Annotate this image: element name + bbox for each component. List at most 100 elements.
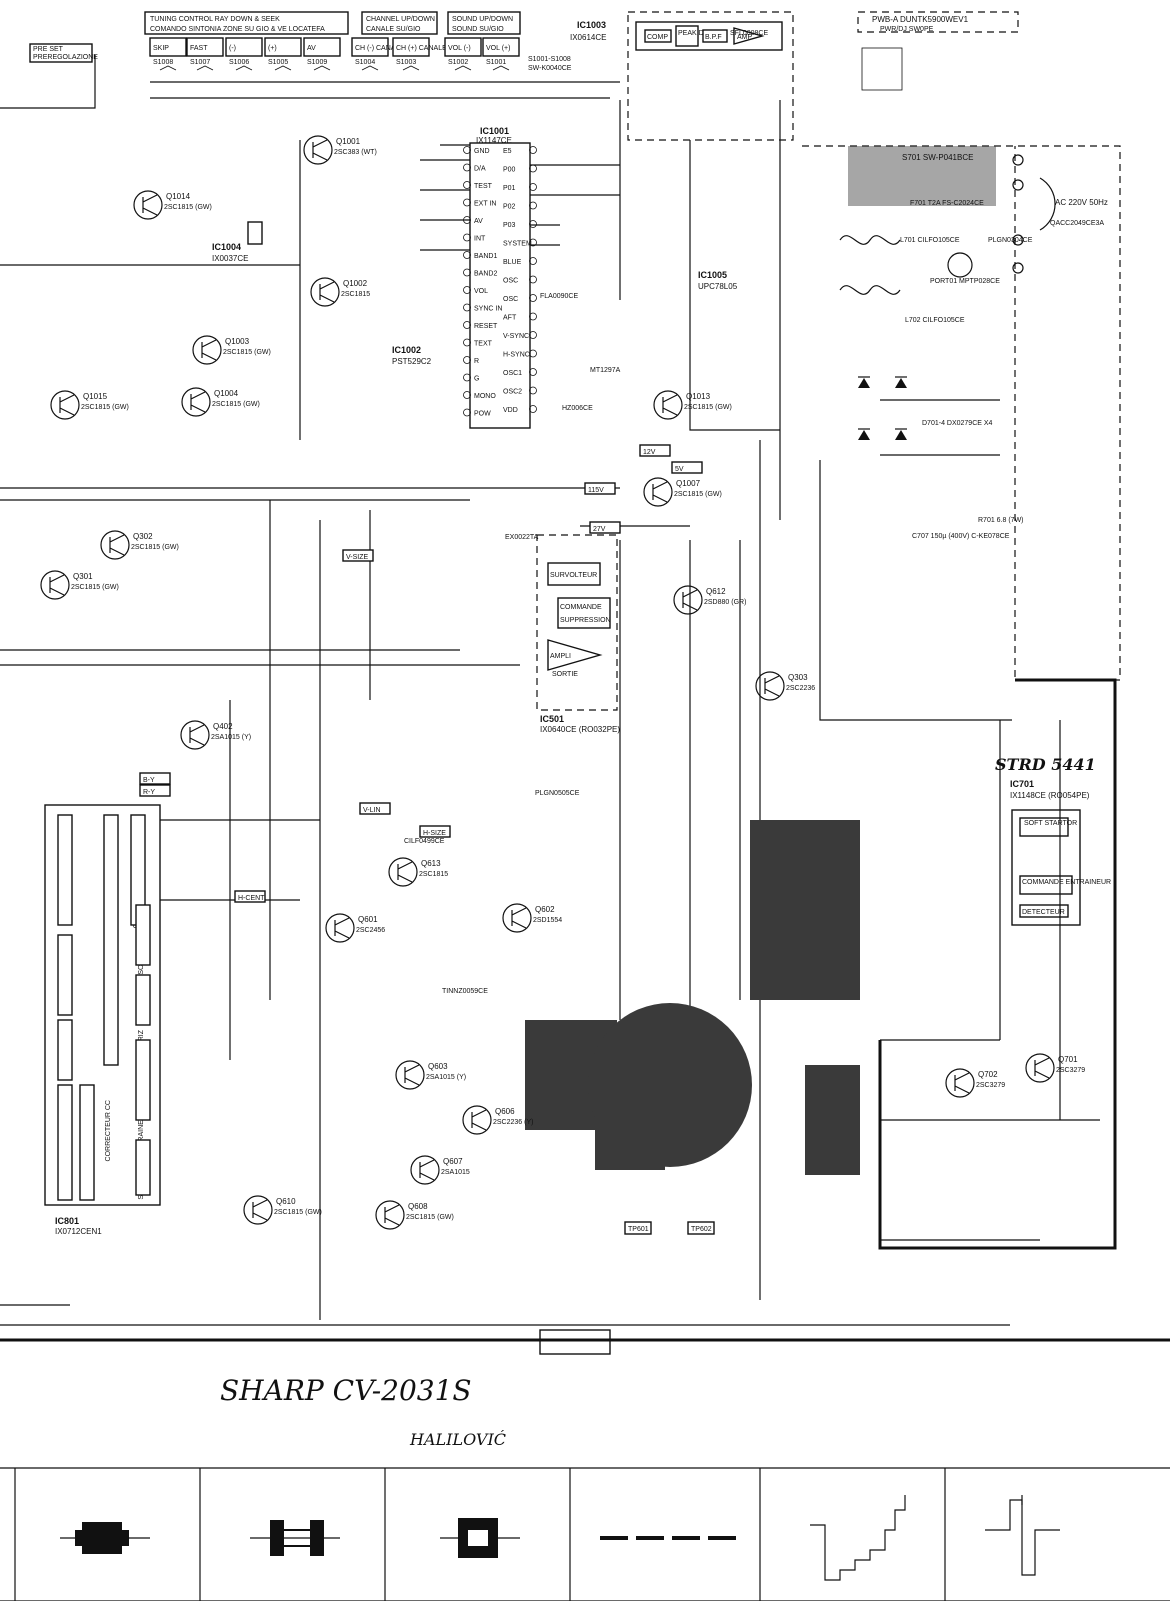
transistor-icon: [945, 1068, 975, 1098]
transistor-icon: [643, 477, 673, 507]
ic501-block: COMMANDE: [560, 604, 602, 611]
transistor-icon: [502, 903, 532, 933]
signal-label: 115V: [588, 487, 604, 494]
key-label: SKIP: [153, 45, 169, 52]
key-box: [149, 37, 187, 57]
transistor-icon: [673, 585, 703, 615]
ic501-block: SUPPRESSION: [560, 617, 611, 624]
pin-circle: [529, 386, 537, 395]
transistor-leads: [511, 907, 527, 929]
ic801-sub-block: [57, 814, 73, 926]
transistor-part: 2SC2236: [786, 685, 815, 692]
ic1004-ref: IC1004: [212, 242, 241, 252]
footer-model: SHARP CV-2031S: [220, 1374, 472, 1407]
transistor-part: 2SC1815: [419, 871, 448, 878]
ic1001-pin: H-SYNC: [503, 352, 530, 359]
transistor-leads: [109, 534, 125, 556]
ic1001-pin: GND: [474, 148, 490, 155]
transistor-icon: [50, 390, 80, 420]
ic501-block: SORTIE: [552, 671, 578, 678]
pin-circle: [529, 405, 537, 413]
part-label: SFL0008CE: [730, 30, 768, 37]
ic1001-pin: E5: [503, 148, 512, 155]
ic801-sub-block: [103, 814, 119, 1066]
power-resistor: R701 6.8 (7W): [978, 517, 1024, 524]
ic1001-pin: P01: [503, 185, 516, 192]
ic1001-pin: OSC2: [503, 389, 522, 396]
switch-contact: [196, 65, 214, 71]
key-label: VOL (-): [448, 45, 471, 52]
switch-contact: [274, 65, 292, 71]
signal-label: H-CENT: [238, 895, 265, 902]
preset-label: PRE SET: [33, 46, 64, 53]
test-point: TP602: [691, 1226, 712, 1233]
pin-circle: [463, 356, 471, 364]
key-label: CH (+) CANALE (+): [396, 45, 457, 52]
pin-circle: [529, 349, 537, 358]
signal-label: 27V: [593, 526, 606, 533]
ic801-sub-block: [57, 1084, 73, 1201]
transistor-part: 2SC1815 (GW): [81, 404, 129, 411]
ic801-block: AMPLI ENTRAINEMENT VERT: [138, 1079, 145, 1178]
transistor-ref: Q1002: [343, 279, 368, 288]
diode-icon: [858, 430, 870, 440]
transistor-ref: Q302: [133, 532, 153, 541]
transistor-ref: Q607: [443, 1157, 463, 1166]
ic801-part: IX0712CEN1: [55, 1227, 102, 1236]
transistor-part: 2SD1554: [533, 917, 562, 924]
transistor-ref: Q606: [495, 1107, 515, 1116]
ic801-sub-block: [135, 1039, 151, 1121]
transistor-leads: [190, 391, 206, 413]
key-box: [303, 37, 341, 57]
transistor-icon: [40, 570, 70, 600]
transistor-leads: [189, 724, 205, 746]
transistor-leads: [652, 481, 668, 503]
pin-circle: [463, 198, 471, 207]
symbol-strip: [0, 1467, 1170, 1601]
switch-contact: [454, 65, 472, 71]
ic801-sub-block: [57, 1019, 73, 1081]
transistor-leads: [201, 339, 217, 361]
pin-circle: [529, 201, 537, 210]
ic1003-block: COMP: [647, 34, 668, 41]
ic801-sub-block: [135, 904, 151, 966]
ic1001-pin: MONO: [474, 393, 496, 400]
pin-circle: [463, 181, 471, 189]
transistor-ref: Q612: [706, 587, 726, 596]
key-label: AV: [307, 45, 316, 52]
transistor-ref: Q1013: [686, 392, 711, 401]
ic501-ref: IC501: [540, 714, 564, 724]
key-ref: S1009: [307, 59, 327, 66]
transistor-icon: [462, 1105, 492, 1135]
ic701-block: SOFT STARTOR: [1024, 820, 1077, 827]
ic1002-part: PST529C2: [392, 357, 432, 366]
flyback-transformer: [525, 820, 860, 1175]
ic1001-part: IX1147CE: [476, 136, 512, 145]
pwb-sub: PWR/DJ SW0PE: [880, 26, 934, 33]
signal-label: V-LIN: [363, 807, 381, 814]
pin-circle: [529, 294, 537, 302]
transistor-part: 2SC3279: [976, 1082, 1005, 1089]
transistor-part: 2SC3279: [1056, 1067, 1085, 1074]
signal-label: R-Y: [143, 789, 155, 796]
transistor-icon: [180, 720, 210, 750]
switch-contact: [361, 65, 379, 71]
signal-label: B-Y: [143, 777, 155, 784]
transistor-part: 2SC1815 (GW): [406, 1214, 454, 1221]
ic1001-pin: EXT IN: [474, 201, 496, 208]
transistor-ref: Q601: [358, 915, 378, 924]
ic1001-ref: IC1001: [480, 126, 509, 136]
pin-circle: [463, 321, 471, 329]
transistor-part: 2SC1815 (GW): [164, 204, 212, 211]
transistor-icon: [388, 857, 418, 887]
pin-circle: [463, 233, 471, 242]
pin-circle: [529, 238, 537, 247]
ic701-part: IX1148CE (RO054PE): [1010, 791, 1090, 800]
ic1001-pin: RESET: [474, 323, 498, 330]
key-label: FAST: [190, 45, 208, 52]
part-label: HZ006CE: [562, 405, 593, 412]
key-box: [225, 37, 263, 57]
key-ref: S1007: [190, 59, 210, 66]
transistor-leads: [252, 1199, 268, 1221]
